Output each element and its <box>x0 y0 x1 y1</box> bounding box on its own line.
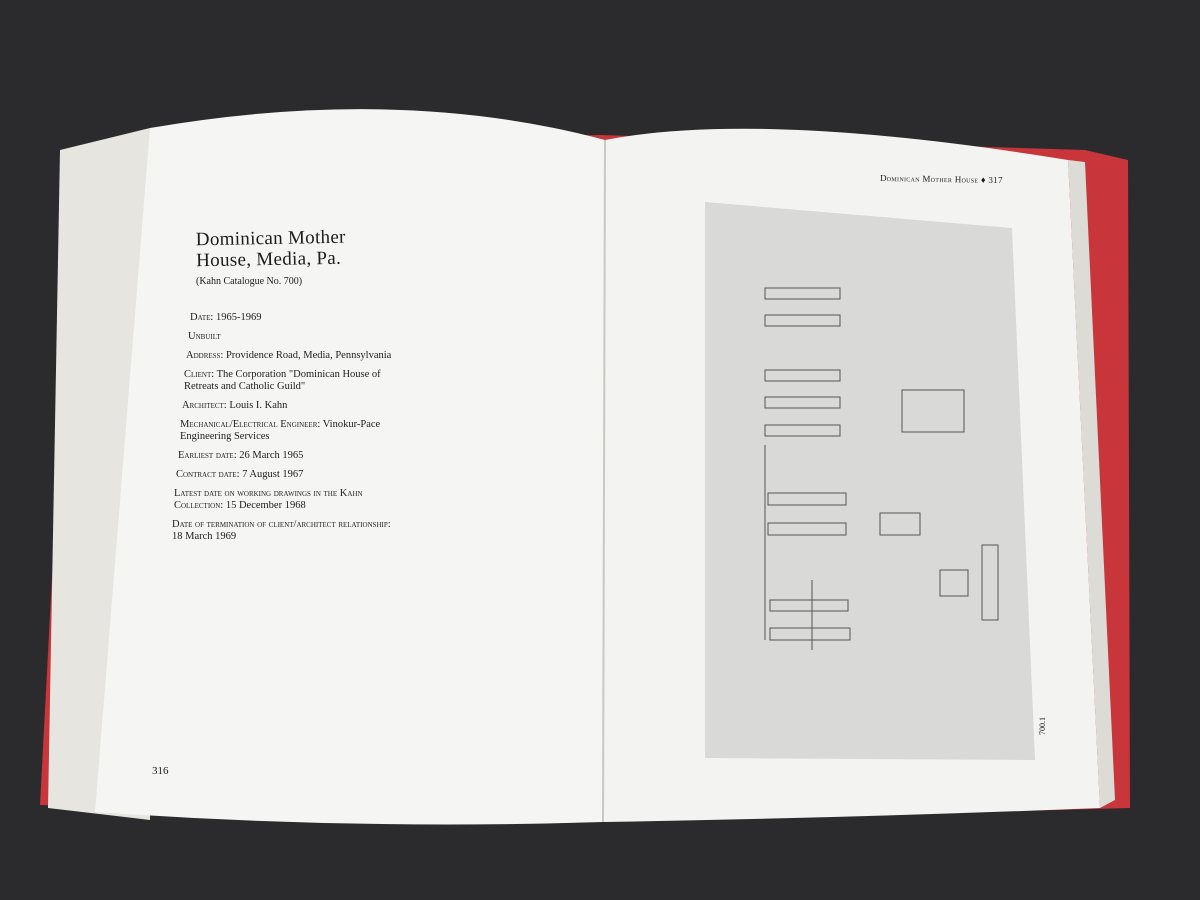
fact-value: Louis I. Kahn <box>226 400 288 411</box>
fact-value: 1965-1969 <box>213 312 262 323</box>
fact-entry: Client: The Corporation "Dominican House… <box>184 369 402 393</box>
fact-label: Date: <box>190 312 214 323</box>
fact-label: Address: <box>186 350 224 361</box>
fact-entry: Architect: Louis I. Kahn <box>182 400 402 412</box>
fact-label: Architect: <box>182 400 227 411</box>
fact-label: Date of termination of client/architect … <box>172 519 391 530</box>
gutter <box>602 139 606 823</box>
fact-label: Contract date: <box>176 469 240 480</box>
left-page <box>95 109 605 825</box>
fact-label: Mechanical/Electrical Engineer: <box>180 419 321 430</box>
fact-value: 26 March 1965 <box>236 450 304 461</box>
fact-value: Providence Road, Media, Pennsylvania <box>223 350 392 361</box>
fact-value: The Corporation "Dominican House of Retr… <box>184 369 381 392</box>
figure-number: 700.1 <box>1038 717 1047 735</box>
fact-entry: Earliest date: 26 March 1965 <box>178 450 402 462</box>
fact-label: Latest date on working drawings in the K… <box>174 488 363 511</box>
page-number-left: 316 <box>152 765 169 777</box>
sketch-drawing <box>705 202 1035 760</box>
fact-value: 15 December 1968 <box>223 500 306 511</box>
fact-entry: Date: 1965-1969 <box>190 312 402 324</box>
fact-entry: Address: Providence Road, Media, Pennsyl… <box>186 350 402 362</box>
fact-label: Unbuilt <box>188 331 221 342</box>
fact-entry: Mechanical/Electrical Engineer: Vinokur-… <box>180 419 402 443</box>
running-header: Dominican Mother House ♦ 317 <box>879 172 1003 186</box>
fact-label: Earliest date: <box>178 450 237 461</box>
fact-value: 18 March 1969 <box>172 531 237 542</box>
catalogue-number: (Kahn Catalogue No. 700) <box>196 276 303 287</box>
fact-entry: Date of termination of client/architect … <box>172 519 402 543</box>
fact-entry: Latest date on working drawings in the K… <box>174 488 402 512</box>
fact-value: 7 August 1967 <box>239 469 304 480</box>
page-title: Dominican Mother House, Media, Pa. <box>196 227 347 272</box>
title-line-2: House, Media, Pa. <box>196 247 342 272</box>
fact-label: Client: <box>184 369 215 380</box>
fact-entry: Contract date: 7 August 1967 <box>176 469 402 481</box>
fact-entry: Unbuilt <box>188 331 402 343</box>
sketch-marks <box>764 287 999 650</box>
title-line-1: Dominican Mother <box>195 226 346 251</box>
fact-value: Vinokur-Pace Engineering Services <box>180 419 381 442</box>
right-page-edges <box>1068 160 1115 808</box>
